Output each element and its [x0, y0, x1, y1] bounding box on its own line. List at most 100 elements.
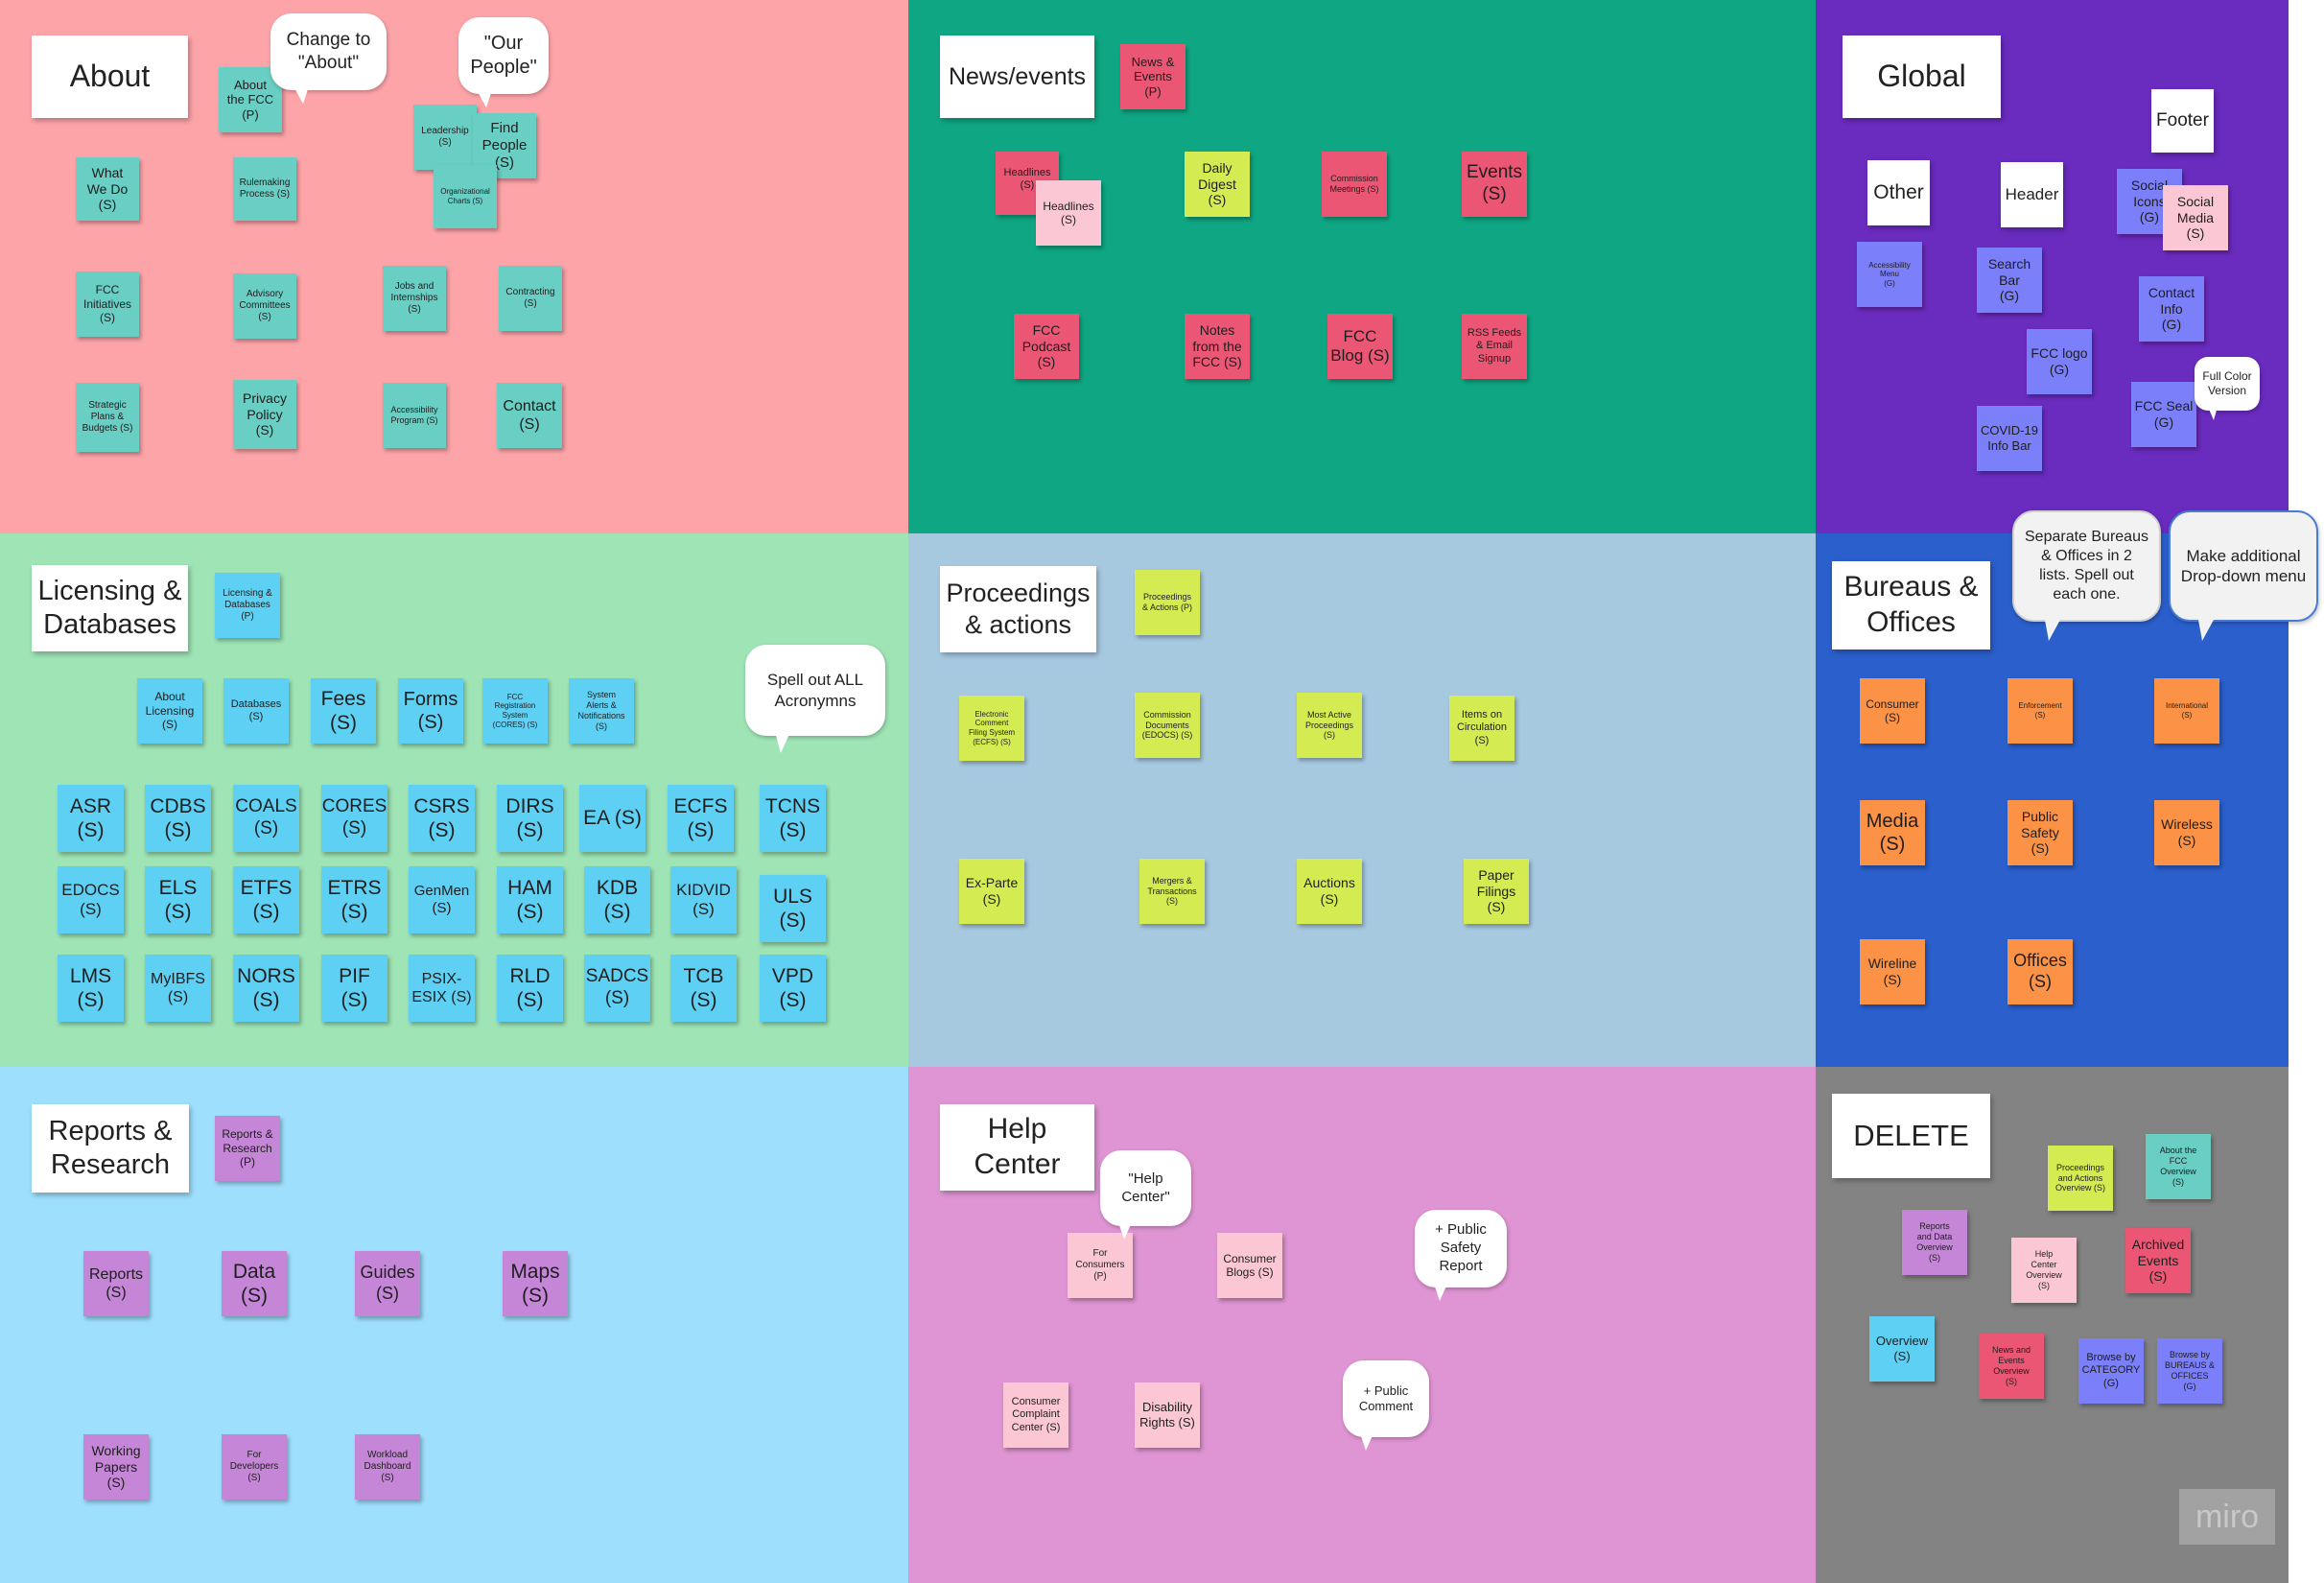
acronym-note[interactable]: COALS (S) — [233, 785, 299, 852]
sticky-note[interactable]: System Alerts & Notifications (S) — [569, 678, 634, 744]
acronym-note[interactable]: LMS (S) — [58, 955, 124, 1022]
sticky-note[interactable]: Jobs and Internships (S) — [383, 266, 446, 331]
sticky-note[interactable]: Electronic Comment Filing System (ECFS) … — [959, 696, 1024, 761]
sticky-note[interactable]: Wireless (S) — [2154, 800, 2219, 865]
frame-title-proceedings[interactable]: Proceedings & actions — [940, 566, 1096, 652]
sticky-note[interactable]: Contact (S) — [497, 383, 562, 448]
sticky-note[interactable]: International (S) — [2154, 678, 2219, 744]
acronym-note[interactable]: TCNS (S) — [760, 785, 826, 852]
sticky-note[interactable]: Forms (S) — [398, 678, 463, 744]
sticky-note[interactable]: Workload Dashboard (S) — [355, 1434, 420, 1500]
comment-bubble[interactable]: "Help Center" — [1100, 1150, 1191, 1226]
sticky-note[interactable]: FCC Initiatives (S) — [76, 272, 139, 337]
sticky-note[interactable]: Maps (S) — [503, 1251, 568, 1316]
acronym-note[interactable]: NORS (S) — [233, 955, 299, 1022]
sticky-note[interactable]: Most Active Proceedings (S) — [1297, 693, 1362, 758]
comment-bubble[interactable]: Change to "About" — [270, 13, 387, 90]
sticky-note[interactable]: Privacy Policy (S) — [233, 380, 296, 449]
sticky-note[interactable]: Overview (S) — [1869, 1316, 1935, 1382]
frame-title-global[interactable]: Global — [1843, 35, 2001, 118]
comment-bubble[interactable]: "Our People" — [458, 17, 549, 94]
sticky-note[interactable]: FCC Registration System (CORES) (S) — [482, 678, 548, 744]
sticky-note[interactable]: Enforcement (S) — [2007, 678, 2073, 744]
sticky-note[interactable]: News and Events Overview (S) — [1979, 1334, 2044, 1399]
sticky-note[interactable]: RSS Feeds & Email Signup — [1462, 314, 1527, 379]
acronym-note[interactable]: MyIBFS (S) — [145, 955, 211, 1022]
sticky-note[interactable]: Notes from the FCC (S) — [1185, 314, 1250, 379]
frame-title-news[interactable]: News/events — [940, 35, 1094, 118]
acronym-note[interactable]: ECFS (S) — [668, 785, 734, 852]
sticky-note[interactable]: FCC Seal (G) — [2131, 382, 2196, 447]
sticky-note[interactable]: Consumer Complaint Center (S) — [1003, 1382, 1068, 1448]
acronym-note[interactable]: ETFS (S) — [233, 866, 299, 933]
acronym-note[interactable]: CDBS (S) — [145, 785, 211, 852]
sticky-note[interactable]: Consumer (S) — [1860, 678, 1925, 744]
sticky-note[interactable]: Reports and Data Overview (S) — [1902, 1210, 1967, 1275]
frame-title-licensing[interactable]: Licensing & Databases — [32, 565, 188, 651]
comment-bubble[interactable]: + Public Comment — [1343, 1360, 1429, 1437]
sticky-note[interactable]: FCC Blog (S) — [1327, 314, 1393, 379]
acronym-note[interactable]: CORES (S) — [321, 785, 387, 852]
sticky-note[interactable]: Public Safety (S) — [2007, 800, 2073, 865]
sticky-note[interactable]: Fees (S) — [311, 678, 376, 744]
sticky-note[interactable]: Search Bar (G) — [1977, 248, 2042, 313]
frame-title-bureaus[interactable]: Bureaus & Offices — [1832, 561, 1990, 650]
acronym-note[interactable]: ULS (S) — [760, 875, 826, 942]
sticky-note[interactable]: Daily Digest (S) — [1185, 152, 1250, 217]
sticky-note[interactable]: Offices (S) — [2007, 939, 2073, 1004]
sticky-note[interactable]: News & Events (P) — [1120, 44, 1185, 109]
sticky-note[interactable]: Data (S) — [222, 1251, 287, 1316]
sticky-note[interactable]: Licensing & Databases (P) — [215, 573, 280, 638]
frame-title-about[interactable]: About — [32, 35, 188, 118]
acronym-note[interactable]: DIRS (S) — [497, 785, 563, 852]
sticky-note[interactable]: Auctions (S) — [1297, 859, 1362, 924]
sticky-note[interactable]: Contracting (S) — [499, 266, 562, 331]
sticky-note[interactable]: Help Center Overview (S) — [2011, 1238, 2077, 1303]
comment-bubble[interactable]: Separate Bureaus & Offices in 2 lists. S… — [2012, 510, 2161, 622]
sticky-note[interactable]: Databases (S) — [223, 678, 289, 744]
sticky-note[interactable]: Accessibility Program (S) — [383, 383, 446, 448]
acronym-note[interactable]: PSIX- ESIX (S) — [409, 955, 475, 1022]
sticky-note[interactable]: Reports (S) — [83, 1251, 149, 1316]
acronym-note[interactable]: ASR (S) — [58, 785, 124, 852]
global-label-header[interactable]: Header — [2001, 162, 2063, 227]
sticky-note[interactable]: Browse by CATEGORY (G) — [2078, 1338, 2144, 1404]
sticky-note[interactable]: Disability Rights (S) — [1135, 1382, 1200, 1448]
sticky-note[interactable]: About the FCC Overview (S) — [2146, 1134, 2211, 1199]
acronym-note[interactable]: PIF (S) — [321, 955, 387, 1022]
comment-bubble[interactable]: Full Color Version — [2195, 357, 2260, 411]
sticky-note[interactable]: Strategic Plans & Budgets (S) — [76, 383, 139, 452]
acronym-note[interactable]: HAM (S) — [497, 866, 563, 933]
sticky-note[interactable]: Browse by BUREAUS & OFFICES (G) — [2157, 1338, 2222, 1404]
acronym-note[interactable]: CSRS (S) — [409, 785, 475, 852]
sticky-note[interactable]: Reports & Research (P) — [215, 1116, 280, 1181]
sticky-note[interactable]: Commission Meetings (S) — [1322, 152, 1387, 217]
global-label-other[interactable]: Other — [1867, 160, 1930, 225]
sticky-note[interactable]: Headlines (S) — [1036, 180, 1101, 246]
comment-bubble[interactable]: Make additional Drop-down menu — [2169, 510, 2318, 622]
sticky-note[interactable]: Guides (S) — [355, 1251, 420, 1316]
acronym-note[interactable]: VPD (S) — [760, 955, 826, 1022]
sticky-note[interactable]: Social Media (S) — [2163, 185, 2228, 250]
acronym-note[interactable]: KDB (S) — [584, 866, 650, 933]
sticky-note[interactable]: What We Do (S) — [76, 157, 139, 221]
sticky-note[interactable]: Wireline (S) — [1860, 939, 1925, 1004]
comment-bubble[interactable]: + Public Safety Report — [1415, 1210, 1507, 1288]
sticky-note[interactable]: About the FCC (P) — [219, 67, 282, 132]
sticky-note[interactable]: For Consumers (P) — [1068, 1233, 1133, 1298]
acronym-note[interactable]: EDOCS (S) — [58, 866, 124, 933]
acronym-note[interactable]: RLD (S) — [497, 955, 563, 1022]
acronym-note[interactable]: GenMen (S) — [409, 866, 475, 933]
sticky-note[interactable]: Contact Info (G) — [2139, 276, 2204, 342]
acronym-note[interactable]: KIDVID (S) — [670, 866, 737, 933]
sticky-note[interactable]: Advisory Committees (S) — [233, 273, 296, 339]
sticky-note[interactable]: Accessibility Menu (G) — [1857, 242, 1922, 307]
frame-title-reports[interactable]: Reports & Research — [32, 1104, 189, 1193]
frame-title-help[interactable]: Help Center — [940, 1104, 1094, 1191]
sticky-note[interactable]: FCC logo (G) — [2027, 329, 2092, 394]
acronym-note[interactable]: ETRS (S) — [321, 866, 387, 933]
sticky-note[interactable]: Proceedings & Actions (P) — [1135, 570, 1200, 635]
sticky-note[interactable]: Paper Filings (S) — [1464, 859, 1529, 924]
sticky-note[interactable]: Archived Events (S) — [2125, 1228, 2191, 1293]
